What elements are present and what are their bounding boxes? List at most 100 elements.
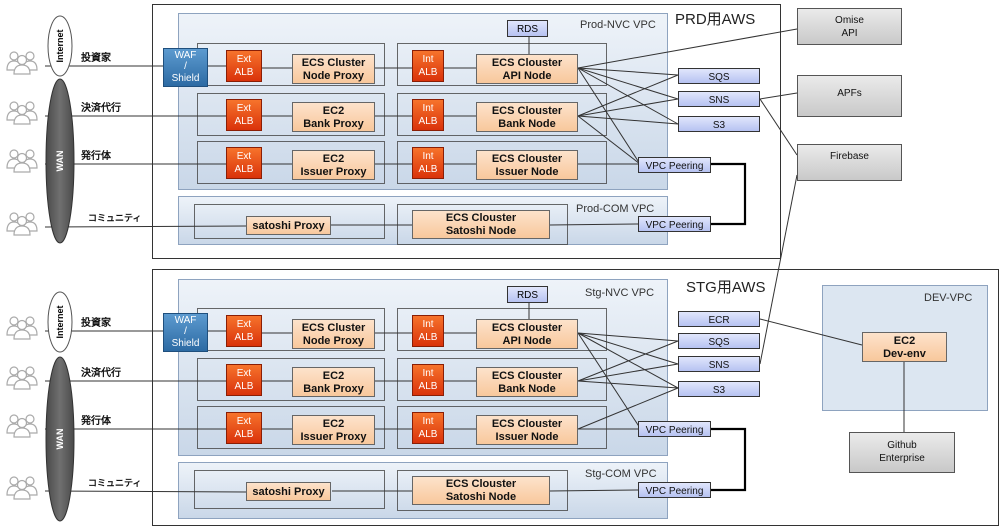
svg-text:Satoshi Node: Satoshi Node (446, 225, 516, 237)
rds-prod: RDS (507, 20, 548, 37)
svg-text:VPC Peering: VPC Peering (646, 425, 704, 436)
svg-text:ALB: ALB (235, 164, 254, 175)
vpc-peering-links (710, 162, 747, 492)
svg-text:Shield: Shield (172, 73, 200, 84)
svg-text:ALB: ALB (235, 332, 254, 343)
svg-text:SQS: SQS (708, 337, 729, 348)
stg-nvc-vpc-label: Stg-NVC VPC (585, 287, 654, 299)
ecs-clouster-bank-node: ECS Clouster Bank Node (476, 102, 578, 132)
prd-aws-title: PRD用AWS (675, 11, 755, 28)
svg-text:Node Proxy: Node Proxy (303, 70, 365, 82)
svg-text:EC2: EC2 (323, 105, 344, 117)
svg-text:Int: Int (422, 416, 433, 427)
svg-text:API: API (841, 28, 857, 39)
svg-text:Node Proxy: Node Proxy (303, 335, 365, 347)
svg-text:EC2: EC2 (323, 370, 344, 382)
stg-com-vpc-label: Stg-COM VPC (585, 468, 657, 480)
svg-text:Enterprise: Enterprise (879, 453, 925, 464)
svg-text:Dev-env: Dev-env (883, 348, 927, 360)
svg-text:API Node: API Node (503, 70, 552, 82)
svg-text:EC2: EC2 (894, 335, 915, 347)
svg-text:ECS Clouster: ECS Clouster (492, 418, 563, 430)
user-label-community: コミュニティ (88, 478, 141, 488)
vpc-peering-stg-nvc: VPC Peering (638, 421, 711, 437)
stg-aws-title: STG用AWS (686, 279, 765, 296)
svg-text:Int: Int (422, 103, 433, 114)
ecs-clouster-api-node: ECS Clouster API Node (476, 54, 578, 84)
svg-text:S3: S3 (713, 385, 726, 396)
users-icon (6, 149, 38, 173)
satoshi-proxy: satoshi Proxy (246, 482, 331, 501)
svg-text:Bank Node: Bank Node (498, 118, 555, 130)
svg-text:S3: S3 (713, 120, 726, 131)
ecs-clouster-satoshi-node: ECS Clouster Satoshi Node (412, 476, 550, 505)
svg-text:SNS: SNS (709, 360, 730, 371)
svg-text:Ext: Ext (237, 319, 252, 330)
vpc-peering-prod-nvc: VPC Peering (638, 157, 711, 173)
ecs-clouster-api-node: ECS Clouster API Node (476, 319, 578, 349)
svg-text:ECS Cluster: ECS Cluster (302, 57, 366, 69)
ext-alb: Ext ALB (226, 412, 262, 444)
user-label-community: コミュニティ (88, 213, 141, 223)
ec2-bank-proxy: EC2 Bank Proxy (292, 102, 375, 132)
sqs-prod: SQS (678, 68, 760, 84)
satoshi-proxy: satoshi Proxy (246, 216, 331, 235)
svg-text:ALB: ALB (419, 116, 438, 127)
rds-stg: RDS (507, 286, 548, 303)
dev-vpc-label: DEV-VPC (924, 292, 972, 304)
ec2-issuer-proxy: EC2 Issuer Proxy (292, 150, 375, 180)
svg-text:ALB: ALB (235, 429, 254, 440)
int-alb: Int ALB (412, 50, 444, 82)
svg-text:ALB: ALB (419, 67, 438, 78)
svg-text:Firebase: Firebase (830, 151, 869, 162)
svg-text:Int: Int (422, 151, 433, 162)
ext-alb: Ext ALB (226, 50, 262, 82)
internet-cloud-stg: Internet (47, 291, 73, 353)
user-label-issuer: 発行体 (80, 414, 112, 427)
wan-cloud-prod: WAN (45, 78, 75, 244)
firebase: Firebase (797, 144, 902, 181)
svg-text:ECS Clouster: ECS Clouster (446, 478, 517, 490)
svg-text:ALB: ALB (419, 332, 438, 343)
svg-text:API Node: API Node (503, 335, 552, 347)
waf-shield-stg: WAF / Shield (163, 313, 208, 352)
svg-text:Issuer Proxy: Issuer Proxy (300, 166, 367, 178)
ext-alb: Ext ALB (226, 364, 262, 396)
ext-alb: Ext ALB (226, 315, 262, 347)
svg-text:Issuer Proxy: Issuer Proxy (300, 431, 367, 443)
ec2-dev-env: EC2 Dev-env (862, 332, 947, 362)
users-icon (6, 414, 38, 438)
users-icon (6, 51, 38, 75)
svg-text:ECS Clouster: ECS Clouster (492, 57, 563, 69)
svg-text:satoshi Proxy: satoshi Proxy (252, 486, 325, 498)
svg-text:ECS Clouster: ECS Clouster (492, 105, 563, 117)
svg-text:Omise: Omise (835, 15, 864, 26)
svg-text:VPC Peering: VPC Peering (646, 161, 704, 172)
ecs-cluster-node-proxy: ECS Cluster Node Proxy (292, 319, 375, 349)
ext-alb: Ext ALB (226, 99, 262, 131)
svg-text:ECS Clouster: ECS Clouster (492, 153, 563, 165)
ec2-bank-proxy: EC2 Bank Proxy (292, 367, 375, 397)
svg-text:SQS: SQS (708, 72, 729, 83)
svg-text:ALB: ALB (419, 429, 438, 440)
vpc-peering-prod-com: VPC Peering (638, 216, 711, 232)
svg-text:ECS Cluster: ECS Cluster (302, 322, 366, 334)
svg-text:ALB: ALB (419, 381, 438, 392)
svg-text:Bank Node: Bank Node (498, 383, 555, 395)
svg-text:ALB: ALB (235, 116, 254, 127)
svg-text:Ext: Ext (237, 416, 252, 427)
svg-text:Int: Int (422, 54, 433, 65)
int-alb: Int ALB (412, 99, 444, 131)
github-enterprise: Github Enterprise (849, 432, 955, 473)
sns-prod: SNS (678, 91, 760, 107)
users-icon (6, 476, 38, 500)
ext-alb: Ext ALB (226, 147, 262, 179)
svg-text:EC2: EC2 (323, 418, 344, 430)
user-label-investor: 投資家 (81, 51, 112, 64)
svg-text:Ext: Ext (237, 103, 252, 114)
ecs-clouster-issuer-node: ECS Clouster Issuer Node (476, 150, 578, 180)
ecs-clouster-satoshi-node: ECS Clouster Satoshi Node (412, 210, 550, 239)
omise-api: Omise API (797, 8, 902, 45)
waf-shield-prod: WAF / Shield (163, 48, 208, 87)
